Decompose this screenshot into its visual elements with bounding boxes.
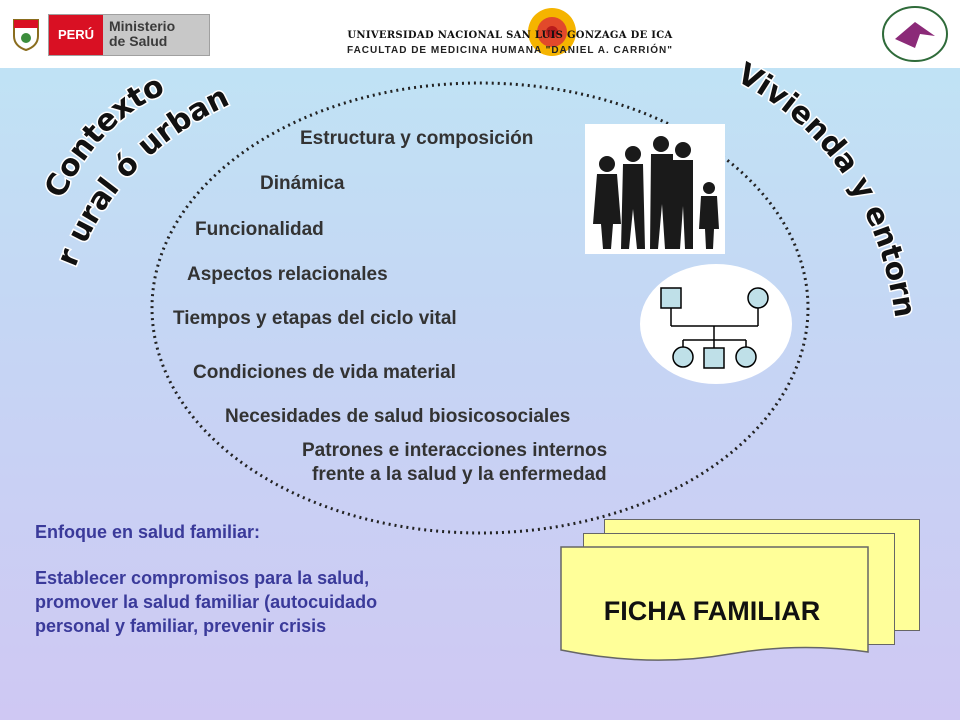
university-name: UNIVERSIDAD NACIONAL SAN LUIS GONZAGA DE…: [347, 30, 673, 41]
focus-heading: Enfoque en salud familiar:: [35, 522, 261, 542]
faculty-name: FACULTAD DE MEDICINA HUMANA "DANIEL A. C…: [347, 45, 673, 56]
peru-shield-icon: [13, 19, 39, 52]
genogram-female-parent: [747, 287, 769, 309]
genogram-child-3: [735, 346, 757, 368]
header-banner: PERÚ Ministerio de Salud UNIVERSIDAD NAC…: [0, 0, 960, 68]
item-dinamica: Dinámica: [260, 173, 345, 194]
family-silhouette-icon: [585, 124, 725, 254]
focus-body: Establecer compromisos para la salud, pr…: [35, 568, 378, 636]
item-funcionalidad: Funcionalidad: [195, 219, 324, 240]
university-seal-icon: [528, 8, 576, 56]
genogram-male-parent: [660, 287, 682, 309]
item-patrones-line1: Patrones e interacciones internos: [302, 440, 608, 461]
item-estructura: Estructura y composición: [300, 128, 534, 149]
item-aspectos: Aspectos relacionales: [187, 264, 388, 285]
ministry-line1: Ministerio: [109, 18, 176, 34]
ministry-logo: PERÚ Ministerio de Salud: [48, 14, 210, 56]
genogram-diagram: [640, 264, 792, 384]
item-necesidades: Necesidades de salud biosicosociales: [225, 406, 571, 427]
ficha-card-front: [560, 546, 869, 661]
ministry-country: PERÚ: [49, 15, 103, 55]
ministry-line2: de Salud: [109, 33, 168, 49]
family-dimensions-ellipse: [150, 81, 810, 535]
ficha-familiar-label: FICHA FAMILIAR: [603, 596, 821, 626]
item-condiciones: Condiciones de vida material: [193, 362, 456, 383]
genogram-child-1: [672, 346, 694, 368]
genogram-child-2: [703, 347, 725, 369]
item-patrones-line2: frente a la salud y la enfermedad: [312, 464, 607, 485]
faculty-seal-icon: [882, 6, 948, 62]
item-tiempos: Tiempos y etapas del ciclo vital: [173, 308, 457, 329]
